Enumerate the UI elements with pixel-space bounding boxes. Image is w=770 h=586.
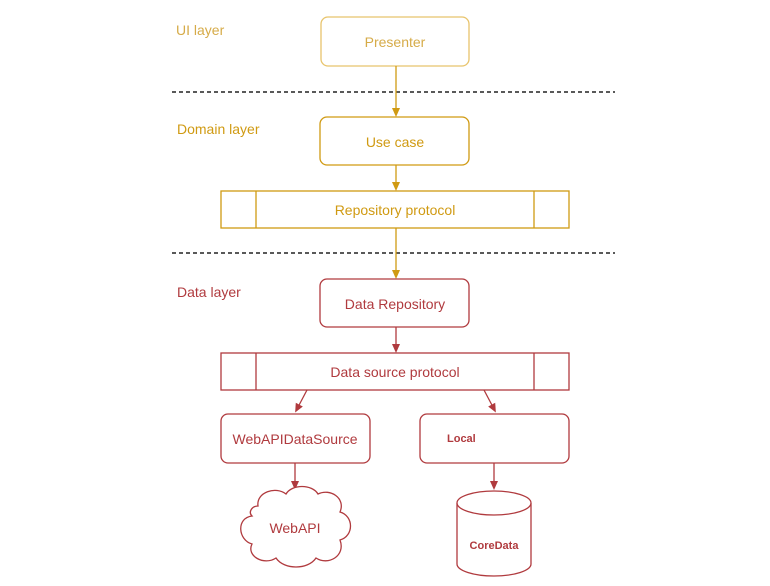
domain-layer-label: Domain layer bbox=[177, 121, 260, 137]
ui-layer-label: UI layer bbox=[176, 22, 225, 38]
data-repository-node: Data Repository bbox=[319, 278, 470, 328]
webapi-data-source-label: WebAPIDataSource bbox=[232, 431, 357, 447]
coredata-database: CoreData bbox=[456, 490, 532, 577]
data-layer-label: Data layer bbox=[177, 284, 241, 300]
data-source-protocol-node: Data source protocol bbox=[220, 352, 570, 391]
data-source-protocol-label: Data source protocol bbox=[330, 364, 459, 380]
repository-protocol-node: Repository protocol bbox=[220, 190, 570, 229]
presenter-node: Presenter bbox=[320, 16, 470, 67]
use-case-label: Use case bbox=[366, 134, 425, 150]
local-node: Local bbox=[419, 413, 570, 464]
webapi-data-source-node: WebAPIDataSource bbox=[220, 413, 371, 464]
use-case-node: Use case bbox=[319, 116, 470, 166]
webapi-cloud: WebAPI bbox=[240, 485, 352, 568]
webapi-label: WebAPI bbox=[269, 520, 320, 536]
coredata-label: CoreData bbox=[470, 540, 520, 552]
arrow-protocol-to-local bbox=[483, 389, 496, 413]
presenter-label: Presenter bbox=[365, 34, 426, 50]
local-label: Local bbox=[447, 433, 476, 445]
data-repository-label: Data Repository bbox=[345, 296, 445, 312]
repository-protocol-label: Repository protocol bbox=[335, 202, 456, 218]
arrow-protocol-to-webapi-data-source bbox=[295, 389, 308, 413]
